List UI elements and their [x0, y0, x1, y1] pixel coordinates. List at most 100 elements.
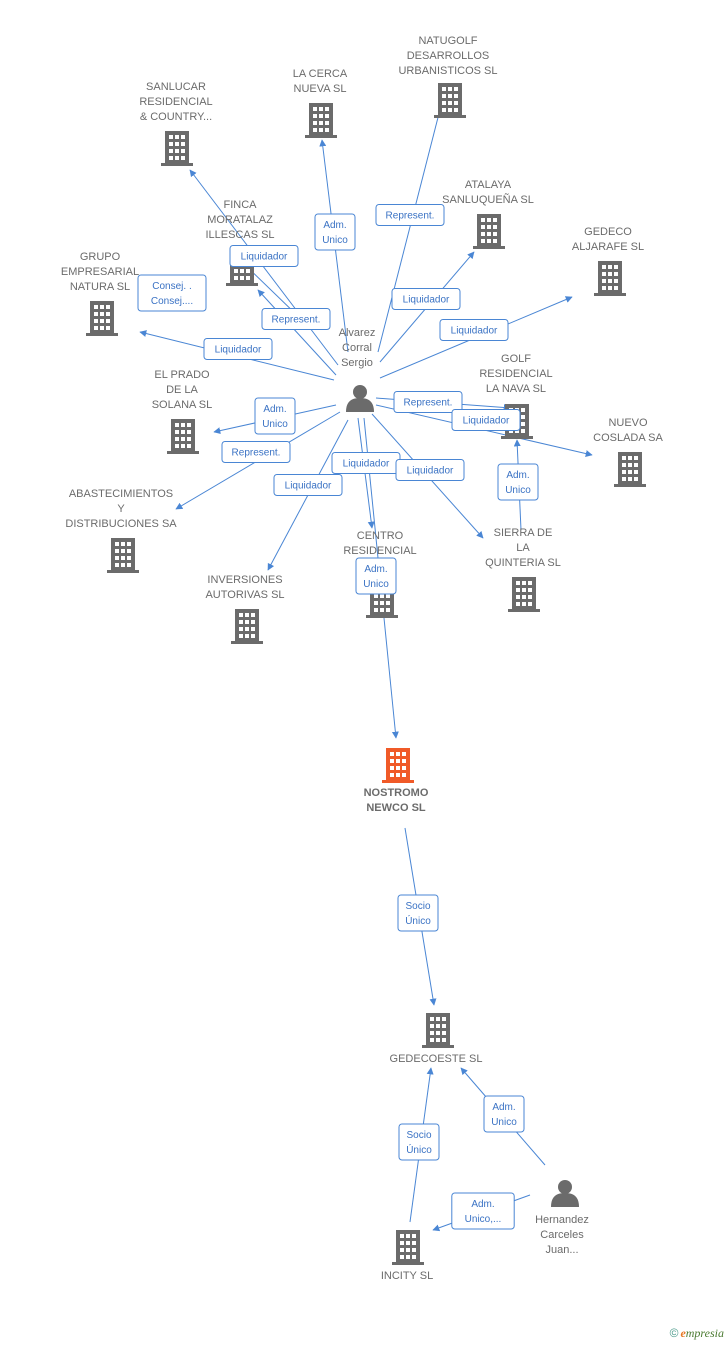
- edge-label[interactable]: Liquidador: [451, 409, 521, 431]
- node-label: Alvarez: [339, 327, 376, 339]
- edge-label[interactable]: Liquidador: [273, 474, 343, 496]
- copyright-symbol: ©: [669, 1326, 679, 1340]
- node-gedecoeste[interactable]: GEDECOESTE SL: [390, 1013, 483, 1065]
- node-label: NUEVA SL: [294, 83, 347, 95]
- edge-label[interactable]: Adm. Unico,...: [451, 1192, 515, 1230]
- edge-label[interactable]: Liquidador: [203, 338, 273, 360]
- node-label: Carceles: [540, 1229, 584, 1241]
- node-label: LA: [516, 542, 530, 554]
- node-label: EL PRADO: [154, 369, 210, 381]
- node-label: GOLF: [501, 353, 531, 365]
- edge-label[interactable]: Consej. .Consej....: [137, 274, 207, 312]
- node-label: ALJARAFE SL: [572, 241, 644, 253]
- brand-initial: e: [680, 1326, 686, 1340]
- node-label: Y: [117, 503, 125, 515]
- node-hernandez[interactable]: HernandezCarcelesJuan...: [535, 1180, 589, 1256]
- edge-label-text: Liquidador: [241, 252, 288, 263]
- edge-label-text: Adm.: [471, 1199, 494, 1210]
- edge-label[interactable]: Liquidador: [391, 288, 461, 310]
- node-label: DISTRIBUCIONES SA: [65, 518, 177, 530]
- node-label: GEDECOESTE SL: [390, 1053, 483, 1065]
- edge-label-text: Único: [406, 1143, 432, 1156]
- edge-label-text: Unico: [491, 1117, 517, 1128]
- edge-label-text: Liquidador: [463, 416, 510, 427]
- node-incity[interactable]: INCITY SL: [381, 1230, 433, 1282]
- node-label: & COUNTRY...: [140, 111, 212, 123]
- building-icon: [473, 214, 505, 249]
- building-icon: [231, 609, 263, 644]
- node-label: EMPRESARIAL: [61, 266, 139, 278]
- edge-label-box: [254, 397, 296, 435]
- node-label: INCITY SL: [381, 1270, 433, 1282]
- node-label: SANLUQUEÑA SL: [442, 193, 534, 206]
- edge-label[interactable]: Adm.Unico: [254, 397, 296, 435]
- edge-label-text: Liquidador: [403, 295, 450, 306]
- edge-label-text: Socio: [406, 1130, 431, 1141]
- node-label: CENTRO: [357, 530, 404, 542]
- edge-label[interactable]: Adm.Unico: [497, 463, 539, 501]
- edge-label-text: Liquidador: [215, 345, 262, 356]
- node-nuevo[interactable]: NUEVO COSLADA SA: [593, 417, 664, 487]
- edge-label[interactable]: Represent.: [221, 441, 291, 463]
- edge-label-box: [221, 441, 291, 463]
- edge-label[interactable]: Liquidador: [439, 319, 509, 341]
- building-icon: [305, 103, 337, 138]
- edge-alvarez-finca: [257, 289, 337, 376]
- edge-label[interactable]: Represent.: [375, 204, 445, 226]
- edge-label[interactable]: Represent.: [393, 391, 463, 413]
- edges: [139, 93, 593, 1232]
- edge-label-text: Adm.: [263, 404, 286, 415]
- edge-label-text: Unico: [322, 235, 348, 246]
- edge-label-box: [483, 1095, 525, 1133]
- node-label: SOLANA SL: [152, 399, 213, 411]
- edge-label-box: [395, 459, 465, 481]
- edge-label-text: Consej....: [151, 296, 193, 307]
- edge-label[interactable]: Liquidador: [331, 452, 401, 474]
- node-label: RESIDENCIAL: [479, 368, 552, 380]
- edge-label-text: Adm.: [364, 564, 387, 575]
- edge-label-text: Liquidador: [451, 326, 498, 337]
- edge-label[interactable]: Adm.Unico: [355, 557, 397, 595]
- node-label: QUINTERIA SL: [485, 557, 561, 569]
- edge-label-box: [391, 288, 461, 310]
- building-icon: [161, 131, 193, 166]
- node-label: LA CERCA: [293, 68, 348, 80]
- edge-label[interactable]: Represent.: [261, 308, 331, 330]
- node-lacerca[interactable]: LA CERCA NUEVA SL: [293, 68, 348, 138]
- building-icon: [382, 748, 414, 783]
- edge-label-box: [203, 338, 273, 360]
- node-label: COSLADA SA: [593, 432, 663, 444]
- node-label: URBANISTICOS SL: [398, 65, 497, 77]
- edge-label-text: Unico,...: [465, 1214, 502, 1225]
- edge-label[interactable]: Adm.Unico: [483, 1095, 525, 1133]
- node-label: NUEVO: [608, 417, 648, 429]
- edge-label-text: Único: [405, 914, 431, 927]
- edge-label-box: [451, 409, 521, 431]
- building-icon: [86, 301, 118, 336]
- edge-label[interactable]: Liquidador: [395, 459, 465, 481]
- edge-alvarez-sanlucar: [189, 169, 339, 366]
- edge-label[interactable]: Adm.Unico: [314, 213, 356, 251]
- edge-label-box: [451, 1192, 515, 1230]
- node-label: MORATALAZ: [207, 214, 273, 226]
- building-icon: [422, 1013, 454, 1048]
- node-label: NATUGOLF: [418, 35, 477, 47]
- node-label: GRUPO: [80, 251, 121, 263]
- edge-label[interactable]: Liquidador: [229, 245, 299, 267]
